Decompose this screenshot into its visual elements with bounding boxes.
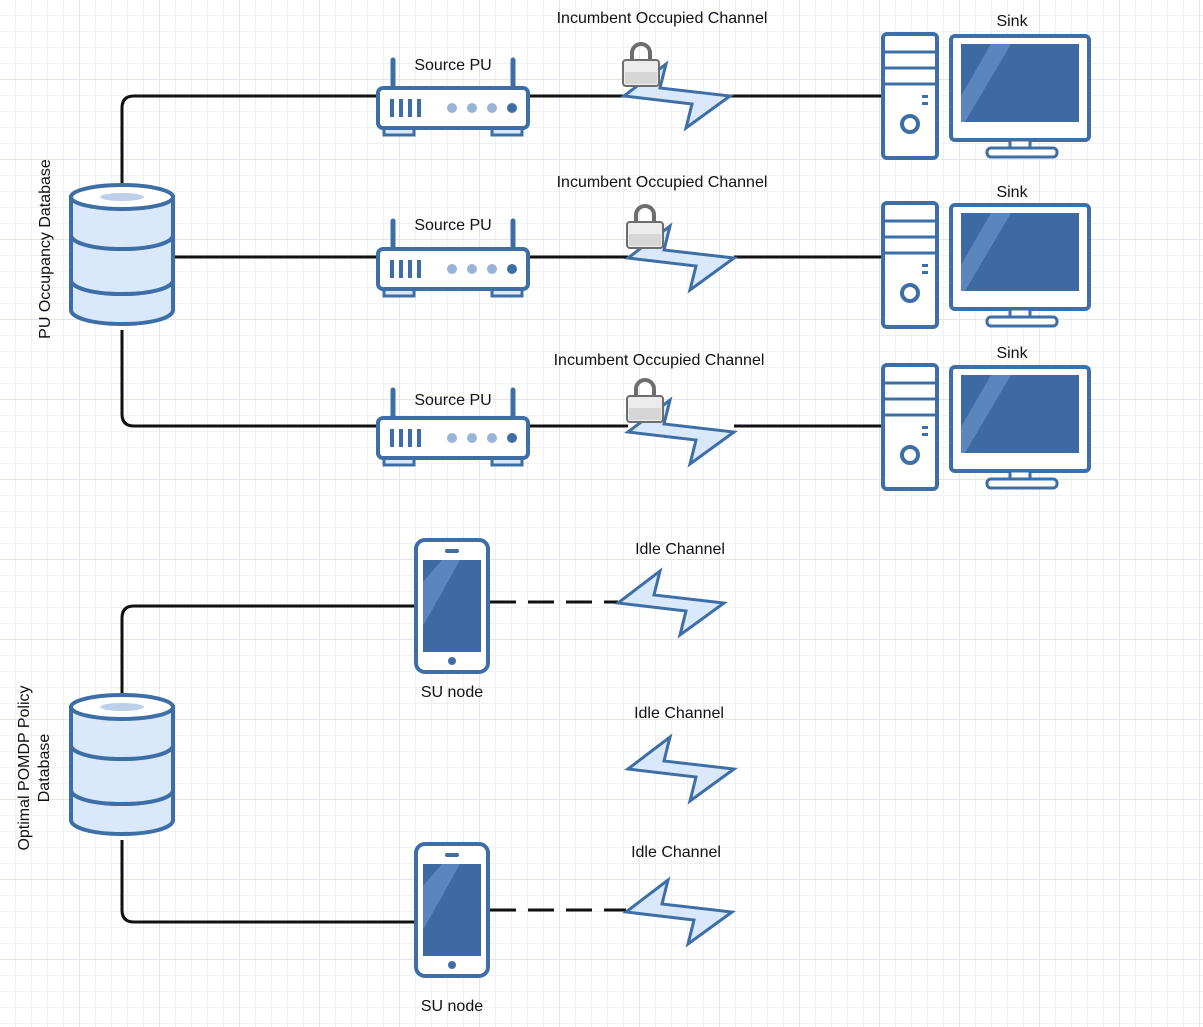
occupied-channel-2-lock-icon bbox=[625, 204, 665, 250]
db-to-su-1-line bbox=[120, 604, 416, 695]
occupied-channel-1-lock-icon bbox=[621, 42, 661, 88]
db-to-router-1-line bbox=[120, 94, 378, 185]
pomdp-policy-database-label-line2: Database bbox=[36, 734, 53, 803]
idle-channel-2-bolt-icon bbox=[626, 735, 736, 803]
su-node-1-phone-icon bbox=[414, 538, 490, 674]
sink-label-2: Sink bbox=[996, 184, 1028, 201]
idle-channel-label-1: Idle Channel bbox=[635, 541, 725, 558]
su-node-label-2: SU node bbox=[421, 998, 483, 1015]
sink-computer-1-icon bbox=[881, 32, 1091, 160]
pu-occupancy-database-label: PU Occupancy Database bbox=[37, 159, 54, 339]
sink-computer-3-icon bbox=[881, 363, 1091, 491]
db-to-router-3-line bbox=[120, 330, 378, 428]
occupied-channel-label-1: Incumbent Occupied Channel bbox=[557, 10, 768, 27]
source-pu-label-3: Source PU bbox=[414, 392, 491, 409]
source-pu-label-1: Source PU bbox=[414, 57, 491, 74]
idle-channel-3-bolt-icon bbox=[624, 878, 734, 946]
idle-channel-label-2: Idle Channel bbox=[634, 705, 724, 722]
sink-label-1: Sink bbox=[996, 13, 1028, 30]
pomdp-policy-database-label-line1: Optimal POMDP Policy bbox=[16, 685, 33, 850]
occupied-channel-label-2: Incumbent Occupied Channel bbox=[557, 174, 768, 191]
sink-computer-2-icon bbox=[881, 201, 1091, 329]
occupied-channel-3-lock-icon bbox=[625, 378, 665, 424]
sink-label-3: Sink bbox=[996, 345, 1028, 362]
pomdp-policy-database-icon bbox=[69, 693, 175, 836]
idle-channel-label-3: Idle Channel bbox=[631, 844, 721, 861]
idle-channel-1-bolt-icon bbox=[616, 569, 726, 637]
su-node-2-phone-icon bbox=[414, 842, 490, 978]
occupied-channel-label-3: Incumbent Occupied Channel bbox=[554, 352, 765, 369]
pu-occupancy-database-icon bbox=[69, 183, 175, 326]
db-to-su-2-line bbox=[120, 840, 416, 924]
source-pu-label-2: Source PU bbox=[414, 217, 491, 234]
su-node-label-1: SU node bbox=[421, 684, 483, 701]
